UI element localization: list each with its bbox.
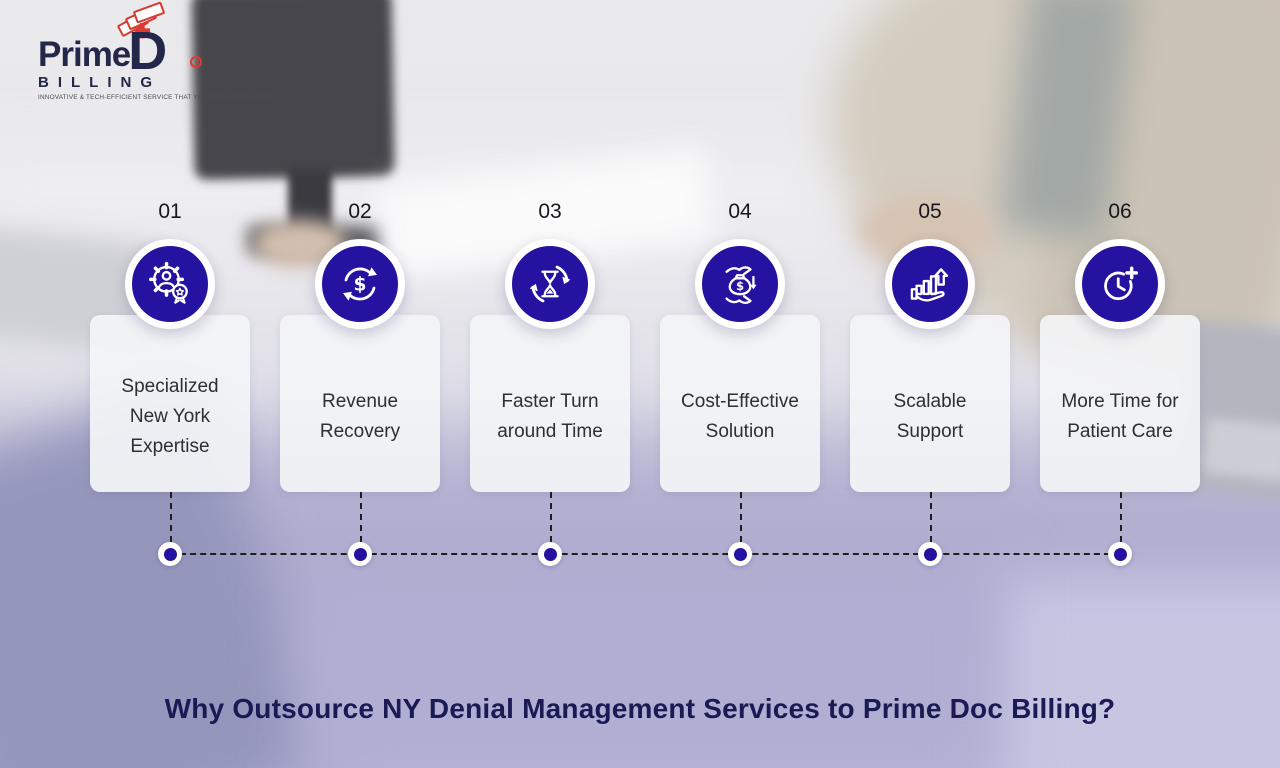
- money-bag-hands-icon: $: [725, 266, 757, 305]
- item-label: Scalable Support: [893, 390, 967, 442]
- logo-tagline: INNOVATIVE & TECH-EFFICIENT SERVICE THAT…: [38, 94, 274, 102]
- item-card: More Time for Patient Care: [1040, 315, 1200, 492]
- svg-text:$: $: [354, 274, 367, 295]
- gear-person-badge-icon: [149, 261, 188, 304]
- dollar-cycle-icon: $: [342, 267, 378, 301]
- benefit-item-6: 06 More Time for Patient Care: [1040, 0, 1200, 768]
- benefit-item-5: 05 Scalable Support: [850, 0, 1010, 768]
- benefit-item-1: 01 Specialized New York Expertise: [90, 0, 250, 768]
- item-badge: $: [315, 239, 405, 329]
- item-label: Specialized New York Expertise: [121, 375, 219, 457]
- timeline-dot: [918, 542, 942, 566]
- item-badge: [885, 239, 975, 329]
- timeline-dot: [1108, 542, 1132, 566]
- logo-d-text: D: [128, 21, 168, 81]
- item-badge: [505, 239, 595, 329]
- item-badge: [1075, 239, 1165, 329]
- benefit-item-2: 02 $ Revenue Recovery: [280, 0, 440, 768]
- benefit-item-3: 03 Faster Turn around Time: [470, 0, 630, 768]
- logo-medical-plus-icon: ✚: [134, 21, 151, 43]
- item-card: Specialized New York Expertise: [90, 315, 250, 492]
- connector-line: [1120, 492, 1122, 542]
- background-paper-bottom-right: [980, 575, 1280, 768]
- item-badge: $: [695, 239, 785, 329]
- logo: Prime ✚ D BILLING INNOVATIVE & TECH-EFFI…: [38, 1, 274, 102]
- item-number: 03: [538, 200, 562, 223]
- timeline-dot: [348, 542, 372, 566]
- timeline-dot: [158, 542, 182, 566]
- connector-line: [740, 492, 742, 542]
- timeline-line: [170, 553, 1120, 555]
- connector-line: [550, 492, 552, 542]
- timeline-dot: [728, 542, 752, 566]
- growth-chart-hand-icon: [910, 268, 949, 302]
- item-number: 06: [1108, 200, 1132, 223]
- item-card: Scalable Support: [850, 315, 1010, 492]
- page-title: Why Outsource NY Denial Management Servi…: [164, 693, 1116, 724]
- item-number: 02: [348, 200, 372, 223]
- item-label: Cost-Effective Solution: [681, 390, 799, 442]
- hourglass-arrows-icon: [529, 265, 571, 303]
- item-label: Faster Turn around Time: [497, 390, 603, 442]
- connector-line: [930, 492, 932, 542]
- background-glow: [300, 560, 1000, 768]
- benefit-item-4: 04 $ Cost-Effective Solution: [660, 0, 820, 768]
- logo-stethoscope-icon: [190, 56, 202, 68]
- item-card: Faster Turn around Time: [470, 315, 630, 492]
- clock-plus-icon: [1104, 266, 1139, 301]
- connector-line: [170, 492, 172, 542]
- connector-line: [360, 492, 362, 542]
- item-number: 05: [918, 200, 942, 223]
- item-label: More Time for Patient Care: [1061, 390, 1179, 442]
- item-badge: [125, 239, 215, 329]
- item-card: Revenue Recovery: [280, 315, 440, 492]
- logo-prime-text: Prime: [38, 35, 131, 75]
- timeline-dot: [538, 542, 562, 566]
- item-card: Cost-Effective Solution: [660, 315, 820, 492]
- item-number: 01: [158, 200, 182, 223]
- logo-billing-text: BILLING: [38, 74, 161, 92]
- svg-text:$: $: [736, 279, 744, 293]
- item-label: Revenue Recovery: [319, 390, 401, 442]
- item-number: 04: [728, 200, 752, 223]
